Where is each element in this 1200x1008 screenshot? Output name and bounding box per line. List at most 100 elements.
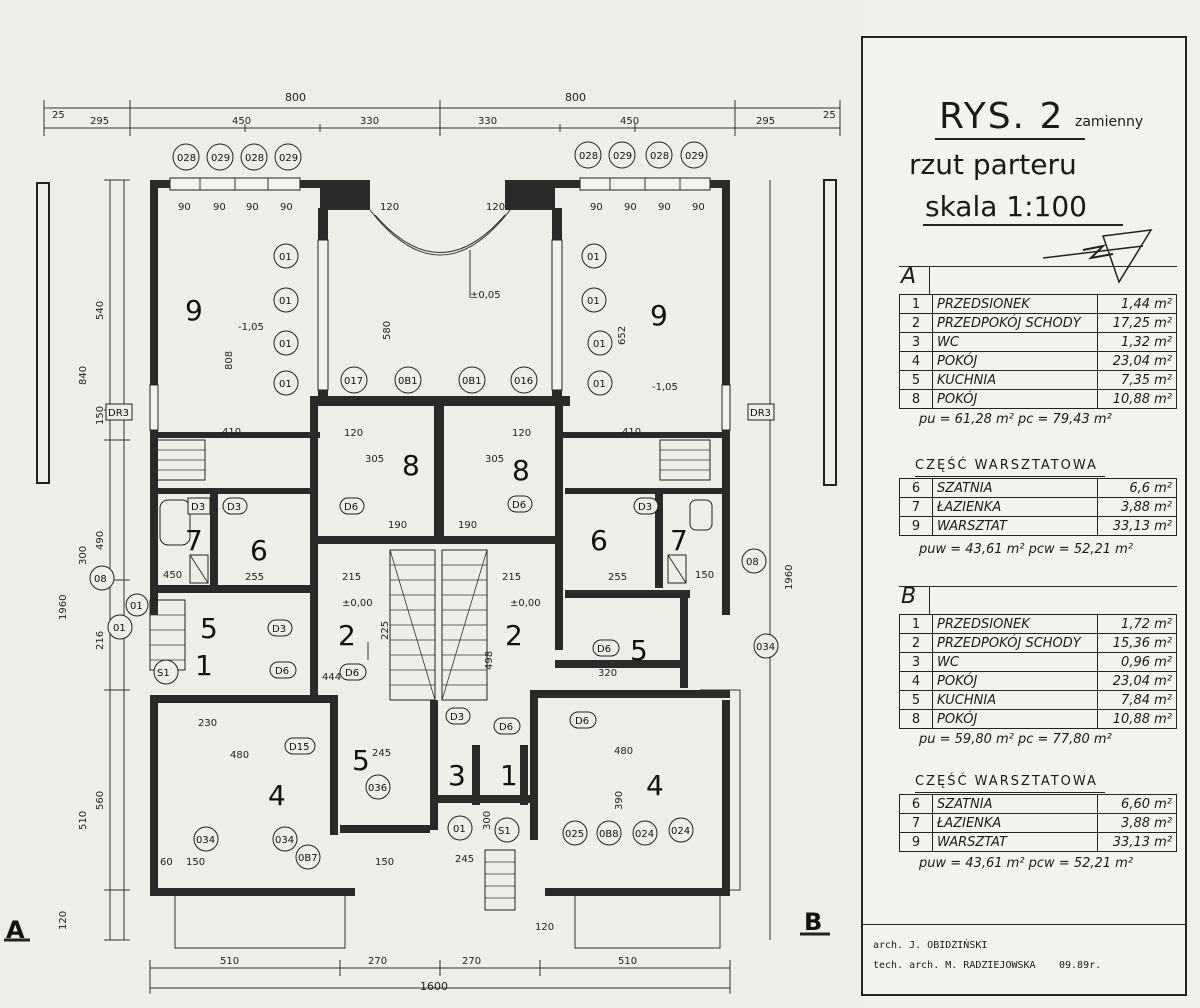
- win-tag-01-1: 01: [279, 252, 292, 263]
- win-tag-034-1: 034: [196, 835, 215, 846]
- dim-120-top-l: 120: [380, 202, 399, 213]
- door-tag-d3-5: D3: [450, 712, 464, 723]
- dim-left-120: 120: [58, 911, 69, 930]
- door-tag-d3-1: D3: [191, 502, 205, 513]
- room-2-left: 2: [338, 619, 356, 652]
- door-tag-d6-1: D6: [344, 502, 358, 513]
- room-1-center: 1: [500, 759, 518, 792]
- scale-underline: [923, 224, 1123, 226]
- room-5-left-small: 5: [200, 612, 218, 645]
- dim-bottom-1: 270: [368, 956, 387, 967]
- dim-150: 150: [695, 570, 714, 581]
- dim-225: 225: [380, 621, 391, 640]
- dim-90-d: 90: [280, 202, 293, 213]
- win-tag-028-4: 028: [650, 151, 669, 162]
- win-tag-016: 016: [514, 376, 533, 387]
- dim-60: 60: [160, 857, 173, 868]
- win-tag-01-5: 01: [587, 252, 600, 263]
- title-block: RYS. 2 zamienny rzut parteru skala 1:100…: [861, 36, 1187, 996]
- door-tag-d6-2: D6: [512, 500, 526, 511]
- dim-left-840: 840: [78, 366, 89, 385]
- floor-plan: 800 800 25 295 450 330 330 450 295 25 54…: [4, 91, 841, 994]
- dim-top-3: 330: [360, 116, 379, 127]
- room-7-right: 7: [670, 524, 688, 557]
- door-tag-d6-7: D6: [499, 722, 513, 733]
- group-b-letter: B: [901, 584, 917, 609]
- room-9-right: 9: [650, 299, 668, 332]
- level-room2-left: ±0,00: [342, 598, 373, 609]
- dim-90-h: 90: [692, 202, 705, 213]
- door-tag-d15: D15: [289, 742, 309, 753]
- dim-808: 808: [224, 351, 235, 370]
- floor-plan-drawing: 800 800 25 295 450 330 330 450 295 25 54…: [4, 91, 841, 994]
- room-6-right: 6: [590, 524, 608, 557]
- dim-480-l: 480: [230, 750, 249, 761]
- dim-215-l: 215: [342, 572, 361, 583]
- dim-300: 300: [482, 811, 493, 830]
- win-tag-01-11: 01: [130, 601, 143, 612]
- top-window-marks: [169, 177, 711, 191]
- win-tag-0b1-2: 0B1: [462, 376, 482, 387]
- dim-left-150: 150: [95, 406, 106, 425]
- win-tag-01-4: 01: [279, 379, 292, 390]
- win-tag-024-2: 024: [671, 826, 690, 837]
- room-4-right: 4: [646, 769, 664, 802]
- author-technician: tech. arch. M. RADZIEJOWSKA: [873, 960, 1036, 971]
- win-tag-01-3: 01: [279, 339, 292, 350]
- dim-left-1960: 1960: [58, 595, 69, 620]
- win-tag-028-1: 028: [177, 153, 196, 164]
- door-tag-d6-6: D6: [575, 716, 589, 727]
- room-9-left: 9: [185, 294, 203, 327]
- dim-255-l: 255: [245, 572, 264, 583]
- dim-150-b: 150: [186, 857, 205, 868]
- dim-120-mid-l: 120: [344, 428, 363, 439]
- group-a-summary: pu = 61,28 m² pc = 79,43 m²: [919, 412, 1112, 427]
- dim-90-e: 90: [590, 202, 603, 213]
- dim-top-4: 330: [478, 116, 497, 127]
- dim-498: 498: [484, 651, 495, 670]
- dim-90-f: 90: [624, 202, 637, 213]
- room-8-right: 8: [512, 454, 530, 487]
- dim-90-c: 90: [246, 202, 259, 213]
- left-dimension-lines: [104, 179, 130, 941]
- dim-left-300: 300: [78, 546, 89, 565]
- room-3-center: 3: [448, 759, 466, 792]
- win-tag-01-8: 01: [593, 379, 606, 390]
- section-mark-b: B: [804, 908, 822, 936]
- win-tag-028-2: 028: [245, 153, 264, 164]
- door-tag-d3-3: D3: [638, 502, 652, 513]
- win-tag-01-7: 01: [593, 339, 606, 350]
- dim-top-5: 450: [620, 116, 639, 127]
- dim-230: 230: [198, 718, 217, 729]
- room-7-left: 7: [185, 524, 203, 557]
- section-mark-a: A: [6, 916, 25, 944]
- dim-90-a: 90: [178, 202, 191, 213]
- dim-bottom-total: 1600: [420, 980, 448, 993]
- dim-320: 320: [598, 668, 617, 679]
- win-tag-036: 036: [368, 783, 387, 794]
- window-tags: 028 029 028 029 028 029 028 029 01 01 01…: [89, 141, 779, 870]
- drawing-number-underline: [935, 138, 1085, 140]
- dim-450: 450: [163, 570, 182, 581]
- level-room2-right: ±0,00: [510, 598, 541, 609]
- inner-dimensions: 90 90 90 90 120 120 90 90 90 90 580 808 …: [160, 202, 714, 933]
- dim-90-b: 90: [213, 202, 226, 213]
- win-tag-08-right: 08: [746, 557, 759, 568]
- win-tag-08-left: 08: [94, 574, 107, 585]
- dim-top-6: 295: [756, 116, 775, 127]
